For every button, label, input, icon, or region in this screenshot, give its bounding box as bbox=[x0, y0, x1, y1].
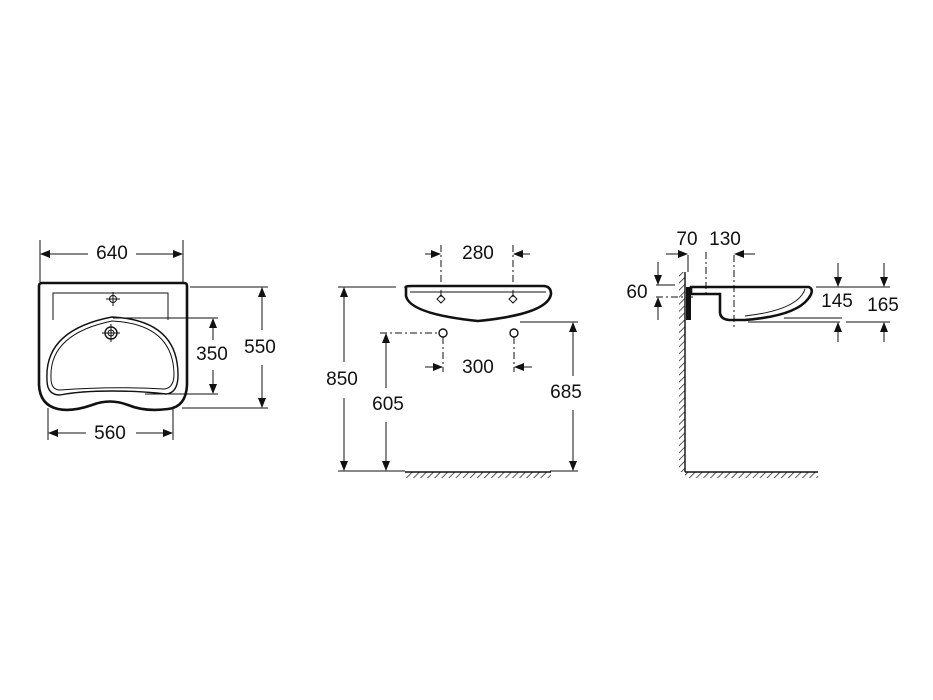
dimension-bowl-depth: 350 bbox=[196, 344, 228, 365]
basin-elevation bbox=[404, 284, 553, 323]
dimension-basin-height: 145 bbox=[821, 291, 853, 312]
basin-outline bbox=[37, 281, 189, 412]
dimension-waste-height: 605 bbox=[372, 394, 404, 415]
waste-hole-icon bbox=[102, 324, 120, 342]
floor-hatch-side bbox=[685, 472, 818, 478]
floor-hatch bbox=[405, 472, 551, 478]
bracket-mark-left bbox=[436, 294, 446, 304]
dimension-wall-offset: 70 bbox=[676, 229, 697, 250]
dimension-waste-offset: 130 bbox=[709, 229, 741, 250]
dimension-bracket-height: 60 bbox=[626, 282, 647, 303]
dimension-depth-overall: 550 bbox=[244, 337, 276, 358]
supply-point-left bbox=[438, 328, 448, 338]
wall-hatch bbox=[679, 272, 685, 472]
dimension-supply-height: 685 bbox=[550, 382, 582, 403]
back-ledge bbox=[52, 292, 169, 320]
tap-hole-icon bbox=[106, 292, 120, 306]
bracket-mark-right bbox=[508, 294, 518, 304]
plan-view: 640 550 350 560 bbox=[37, 240, 276, 444]
supply-point-right bbox=[509, 328, 519, 338]
dimension-rim-height: 850 bbox=[326, 369, 358, 390]
dimension-overall-height: 165 bbox=[867, 295, 899, 316]
dimension-width-overall: 640 bbox=[96, 243, 128, 264]
bowl-outline bbox=[46, 316, 179, 396]
front-elevation: 280 300 850 605 685 bbox=[326, 243, 582, 478]
dimension-bracket-spacing: 280 bbox=[462, 243, 494, 264]
basin-profile bbox=[689, 285, 814, 322]
dimension-front-width: 560 bbox=[94, 423, 126, 444]
dimension-supply-spacing: 300 bbox=[462, 357, 494, 378]
bracket bbox=[686, 287, 691, 320]
side-view: 70 130 60 145 165 bbox=[626, 229, 899, 478]
